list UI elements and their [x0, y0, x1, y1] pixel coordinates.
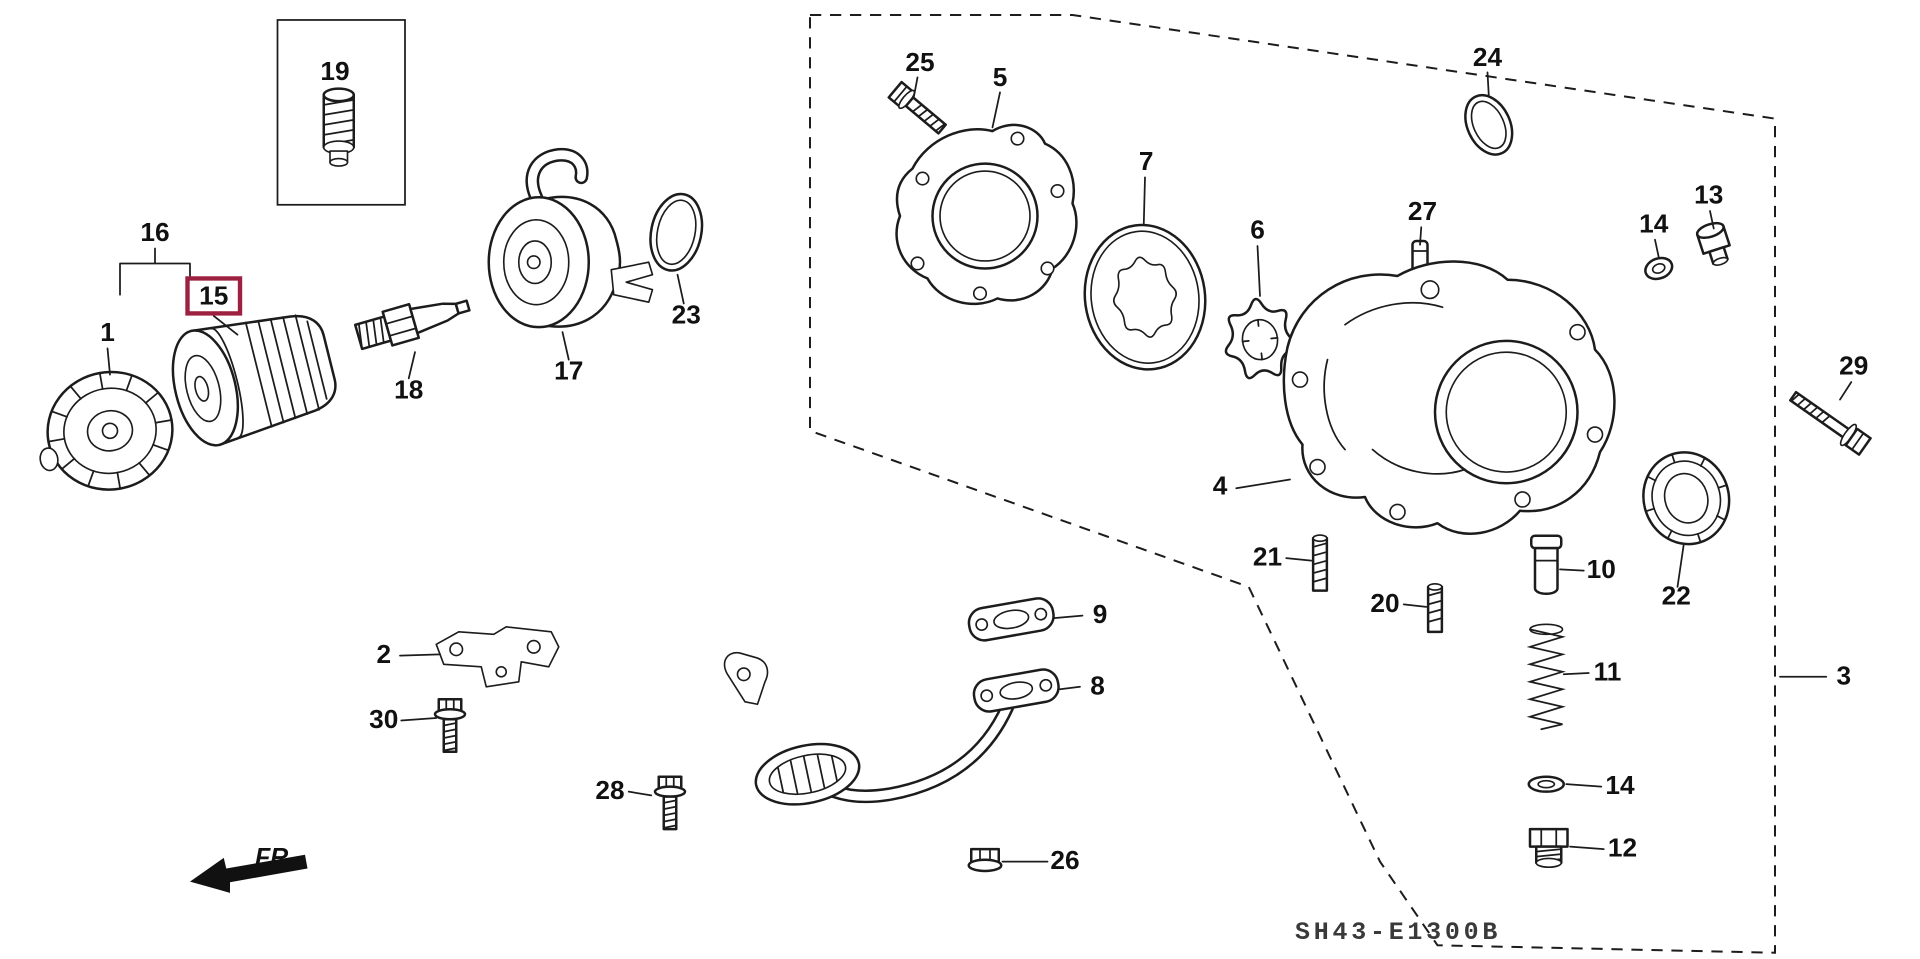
- part-drawing-sealing-plug: [1528, 827, 1569, 869]
- part-drawing-oring-pump: [1464, 93, 1514, 156]
- part-label-22[interactable]: 22: [1662, 580, 1691, 610]
- part-label-2[interactable]: 2: [376, 639, 391, 669]
- part-label-23[interactable]: 23: [672, 299, 701, 329]
- part-label-20[interactable]: 20: [1370, 588, 1399, 618]
- part-label-27[interactable]: 27: [1408, 196, 1437, 226]
- part-label-26[interactable]: 26: [1050, 845, 1079, 875]
- part-drawing-oil-seal: [1642, 451, 1731, 546]
- part-label-25[interactable]: 25: [905, 47, 934, 77]
- part-label-7[interactable]: 7: [1139, 146, 1154, 176]
- part-drawing-bracket: [435, 626, 560, 688]
- part-label-8[interactable]: 8: [1090, 670, 1105, 700]
- highlight-box-part-15: [185, 276, 243, 316]
- part-label-18[interactable]: 18: [394, 374, 423, 404]
- part-drawing-inner-rotor: [1224, 297, 1298, 380]
- part-label-4[interactable]: 4: [1213, 470, 1228, 500]
- part-label-17[interactable]: 17: [554, 356, 583, 386]
- part-label-11[interactable]: 11: [1594, 657, 1622, 687]
- part-drawing-oil-filter: [171, 314, 337, 447]
- part-label-14-top[interactable]: 14: [1639, 208, 1669, 238]
- part-label-28[interactable]: 28: [595, 775, 624, 805]
- part-drawing-washer-top: [1644, 256, 1674, 281]
- part-label-21[interactable]: 21: [1253, 542, 1282, 572]
- part-label-19[interactable]: 19: [320, 56, 349, 86]
- part-label-15-highlighted[interactable]: 15: [199, 281, 228, 311]
- part-drawing-flange-bolt: [1789, 390, 1872, 456]
- part-label-24[interactable]: 24: [1473, 42, 1503, 72]
- part-drawing-bolt-cover: [887, 80, 947, 135]
- part-drawing-bolt-30: [433, 698, 467, 753]
- part-drawing-relief-spring: [1526, 623, 1566, 731]
- part-label-14-bottom[interactable]: 14: [1605, 770, 1635, 800]
- part-drawing-pump-cover: [895, 123, 1078, 306]
- part-label-30[interactable]: 30: [369, 704, 398, 734]
- part-drawing-plug-bolt-top: [1695, 221, 1731, 266]
- assembly-boundary-dashed-outline: [809, 13, 1776, 954]
- fr-direction-label: FR.: [255, 843, 295, 871]
- part-label-16[interactable]: 16: [140, 217, 169, 247]
- part-label-9[interactable]: 9: [1093, 599, 1108, 629]
- part-drawing-oil-cooler: [487, 147, 654, 329]
- part-label-1[interactable]: 1: [100, 317, 115, 347]
- part-drawing-oil-strainer: [723, 651, 1060, 806]
- part-drawing-flange-nut: [967, 847, 1003, 873]
- part-label-6[interactable]: 6: [1250, 215, 1265, 245]
- fr-direction-arrow: [190, 854, 308, 893]
- part-label-3[interactable]: 3: [1836, 660, 1851, 690]
- part-drawing-relief-valve: [1530, 534, 1563, 596]
- part-label-29[interactable]: 29: [1839, 351, 1868, 381]
- part-drawing-washer-bottom: [1527, 775, 1565, 793]
- part-drawing-filter-base: [39, 370, 174, 491]
- diagram-code: SH43-E1300B: [1295, 918, 1501, 947]
- part-19-reference-box: [276, 19, 406, 206]
- part-drawing-pressure-switch: [353, 299, 471, 351]
- part-drawing-strainer-gasket: [967, 597, 1055, 642]
- part-drawing-bolt-28: [653, 775, 687, 831]
- part-drawing-outer-rotor: [1083, 223, 1207, 371]
- leader-lines: [106, 71, 1853, 863]
- part-drawing-stud-bolt: [322, 87, 355, 167]
- part-label-12[interactable]: 12: [1608, 833, 1637, 863]
- part-label-10[interactable]: 10: [1587, 554, 1616, 584]
- part-drawing-oil-pump-body: [1282, 260, 1616, 535]
- part-label-13[interactable]: 13: [1694, 180, 1723, 210]
- part-label-5[interactable]: 5: [993, 62, 1008, 92]
- part-drawing-stud-20: [1426, 582, 1444, 634]
- part-drawing-oring-cooler: [649, 192, 704, 272]
- part-drawing-stud-21: [1311, 534, 1329, 592]
